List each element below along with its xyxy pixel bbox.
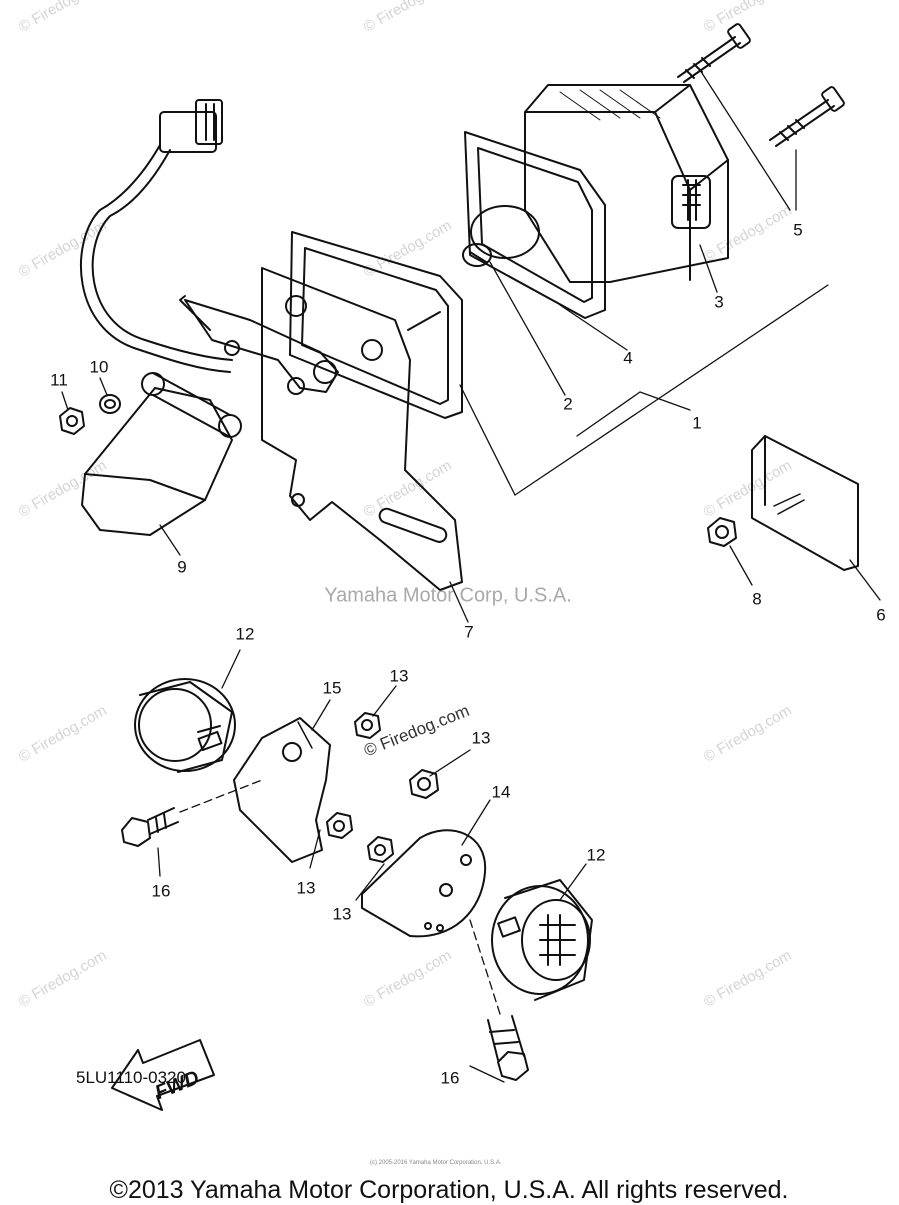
nut-10 <box>99 394 121 414</box>
callout-13-d: 13 <box>332 904 352 924</box>
callout-14: 14 <box>491 782 511 802</box>
callout-3: 3 <box>714 292 724 312</box>
small-copyright: (c) 2005-2016 Yamaha Motor Corporation, … <box>370 1160 502 1166</box>
watermark-yamaha: Yamaha Motor Corp, U.S.A. <box>324 584 572 607</box>
screw-5-upper <box>677 23 751 83</box>
callout-8: 8 <box>752 589 762 609</box>
copyright-notice: ©2013 Yamaha Motor Corporation, U.S.A. A… <box>109 1176 789 1204</box>
nut-13-d <box>367 836 394 863</box>
license-bracket-7 <box>261 267 463 591</box>
callout-10: 10 <box>89 357 109 377</box>
callout-4: 4 <box>623 348 633 368</box>
reflector-6 <box>751 435 859 571</box>
callout-15: 15 <box>322 678 342 698</box>
callout-5: 5 <box>793 220 803 240</box>
bulb-2 <box>462 205 540 267</box>
callout-6: 6 <box>876 605 886 625</box>
bolt-16-left <box>121 807 179 847</box>
bracket-14 <box>361 829 487 938</box>
callout-12-left: 12 <box>235 624 255 644</box>
bracket-15 <box>233 717 331 863</box>
lens-housing-3 <box>524 84 729 283</box>
callout-11: 11 <box>50 370 68 390</box>
nut-13-b <box>409 769 439 799</box>
nut-13-c <box>326 812 353 839</box>
leader-lines-top <box>61 69 881 623</box>
nut-8 <box>707 517 737 547</box>
wire-harness <box>79 99 233 373</box>
horn-12-right <box>491 879 593 1001</box>
nut-11 <box>59 407 85 435</box>
callout-1: 1 <box>692 413 702 433</box>
callout-16-right: 16 <box>440 1068 460 1088</box>
callout-7: 7 <box>464 622 474 642</box>
tail-cover-9 <box>81 372 242 536</box>
horn-12-left <box>134 678 236 773</box>
callout-2: 2 <box>563 394 573 414</box>
callout-9: 9 <box>177 557 187 577</box>
bolt-16-right <box>487 1015 529 1081</box>
callout-13-c: 13 <box>296 878 316 898</box>
screw-5-lower <box>769 86 845 147</box>
callout-13-a: 13 <box>389 666 409 686</box>
nut-13-a <box>354 712 381 739</box>
callout-16-left: 16 <box>151 881 171 901</box>
stay-bracket <box>179 295 339 395</box>
diagram-code: 5LU1110-0320 <box>76 1068 186 1087</box>
leader-lines-bottom <box>157 649 587 1083</box>
base-plate <box>289 231 463 419</box>
callout-12-right: 12 <box>586 845 606 865</box>
callout-13-b: 13 <box>471 728 491 748</box>
